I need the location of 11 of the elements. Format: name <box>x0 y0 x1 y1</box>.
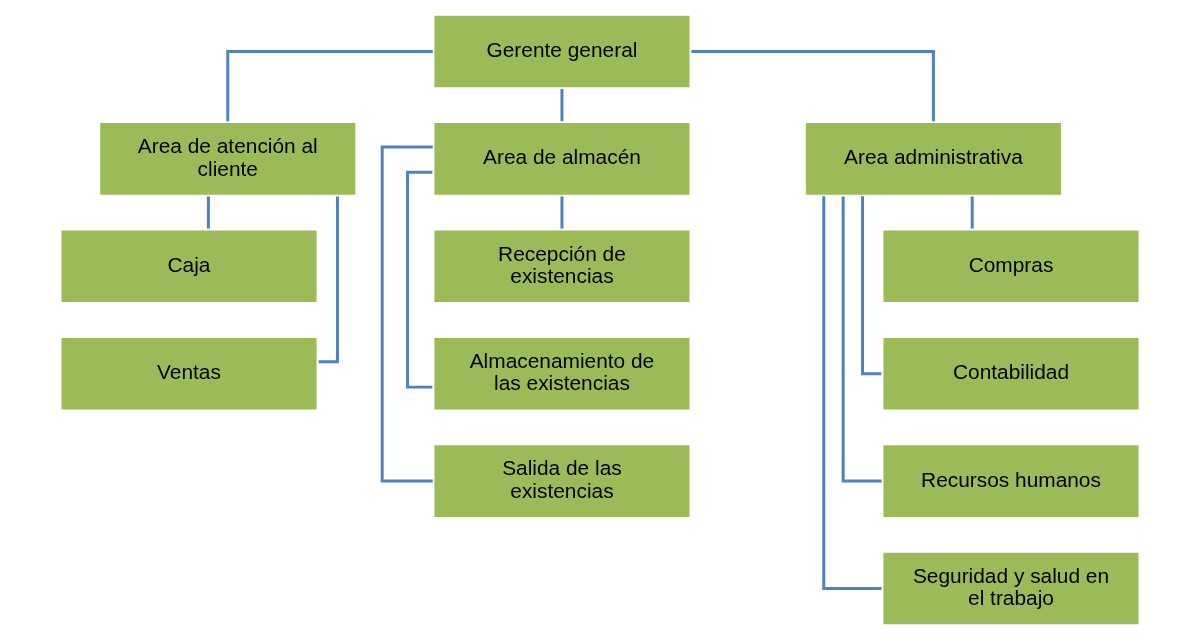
connector <box>841 196 882 483</box>
connector <box>559 196 563 229</box>
connector <box>380 145 433 483</box>
connector <box>559 89 563 122</box>
node-box: Area administrativa <box>802 120 1064 198</box>
connector <box>690 50 935 122</box>
connector <box>821 196 881 590</box>
connector <box>405 170 432 389</box>
connector <box>225 50 433 122</box>
connector <box>206 196 210 229</box>
connector <box>970 196 974 229</box>
